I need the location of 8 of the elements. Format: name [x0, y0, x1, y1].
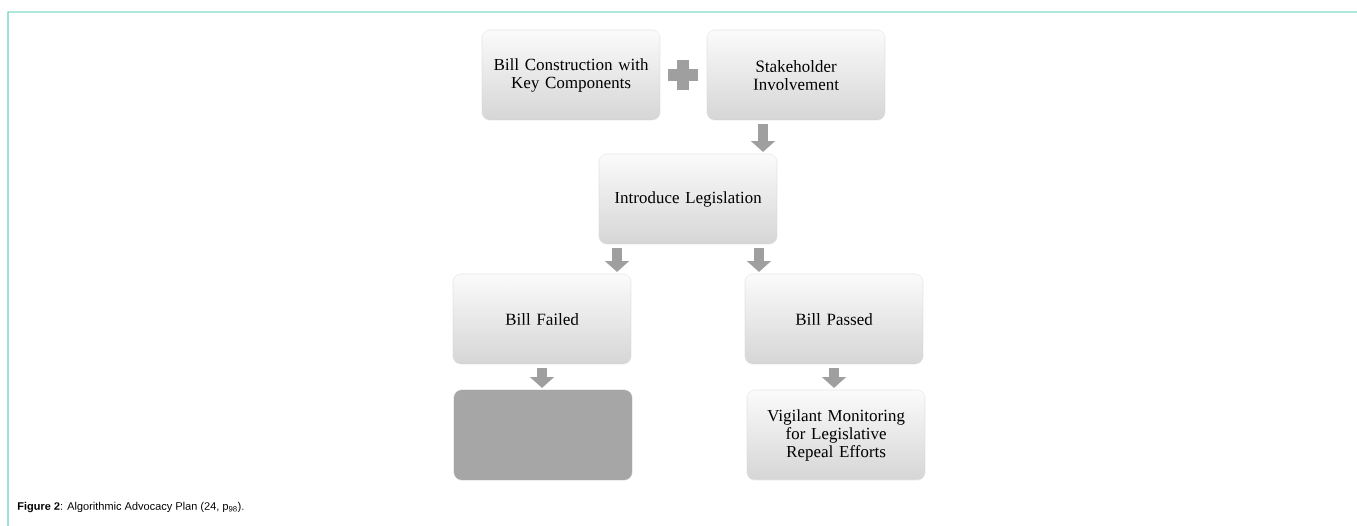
empty-box — [453, 389, 633, 481]
figure-caption: Figure 2: Algorithmic Advocacy Plan (24, p$_{98}$). — [17, 501, 244, 513]
process-box: Stakeholder Involvement — [706, 29, 886, 121]
process-box: Vigilant Monitoring for Legislative Repeal Efforts — [746, 389, 926, 481]
process-box: Bill Failed — [452, 273, 632, 365]
process-box: Bill Construction with Key Components — [481, 29, 661, 121]
process-box: Bill Passed — [744, 273, 924, 365]
process-box: Introduce Legislation — [598, 153, 778, 245]
